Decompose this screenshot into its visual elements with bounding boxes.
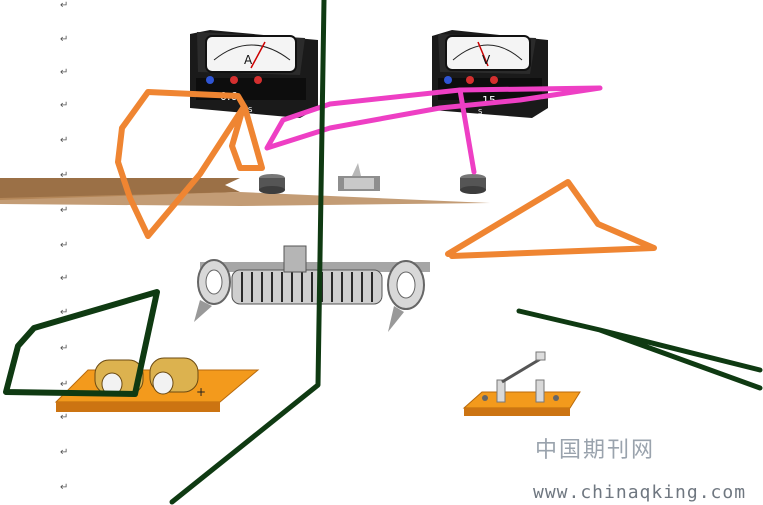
green-annotation-box bbox=[3, 289, 160, 397]
paragraph-mark: ↵ bbox=[60, 379, 69, 390]
component-cylinder-right bbox=[460, 174, 486, 194]
ammeter-scale-label: S bbox=[248, 106, 253, 114]
paragraph-mark: ↵ bbox=[60, 135, 69, 146]
paragraph-mark: ↵ bbox=[60, 343, 69, 354]
voltmeter-symbol: V bbox=[482, 53, 491, 67]
watermark-url: www.chinaqking.com bbox=[533, 482, 747, 503]
paragraph-mark: ↵ bbox=[60, 482, 69, 493]
magenta-wire-voltmeter bbox=[457, 87, 477, 175]
battery-plus-label: + bbox=[196, 385, 206, 399]
paragraph-mark: ↵ bbox=[60, 447, 69, 458]
ammeter-symbol: A bbox=[244, 53, 253, 67]
voltmeter-scale-label: S bbox=[478, 108, 483, 116]
rheostat bbox=[194, 245, 430, 332]
watermark-cn: 中国期刊网 bbox=[535, 438, 656, 463]
green-annotation-lines bbox=[516, 308, 763, 391]
paragraph-mark: ↵ bbox=[60, 170, 69, 181]
magenta-wire-ammeter bbox=[264, 85, 603, 151]
orange-annotation-left bbox=[115, 89, 265, 239]
paragraph-mark: ↵ bbox=[60, 412, 69, 423]
battery-box: − + bbox=[54, 357, 260, 412]
paragraph-mark: ↵ bbox=[60, 205, 69, 216]
ammeter: A 0.6 S bbox=[190, 30, 318, 118]
paragraph-mark: ↵ bbox=[60, 34, 69, 45]
green-annotation-vertical bbox=[169, 0, 327, 505]
orange-annotation-right bbox=[445, 179, 657, 259]
paragraph-mark: ↵ bbox=[60, 67, 69, 78]
paragraph-mark: ↵ bbox=[60, 307, 69, 318]
paragraph-mark: ↵ bbox=[60, 273, 69, 284]
annotation-strokes bbox=[3, 0, 763, 505]
bench-surface bbox=[0, 163, 490, 206]
paragraph-mark: ↵ bbox=[60, 0, 69, 11]
paragraph-mark: ↵ bbox=[60, 100, 69, 111]
component-cylinder-left bbox=[259, 174, 285, 194]
knife-switch bbox=[462, 351, 581, 416]
paragraph-mark: ↵ bbox=[60, 240, 69, 251]
